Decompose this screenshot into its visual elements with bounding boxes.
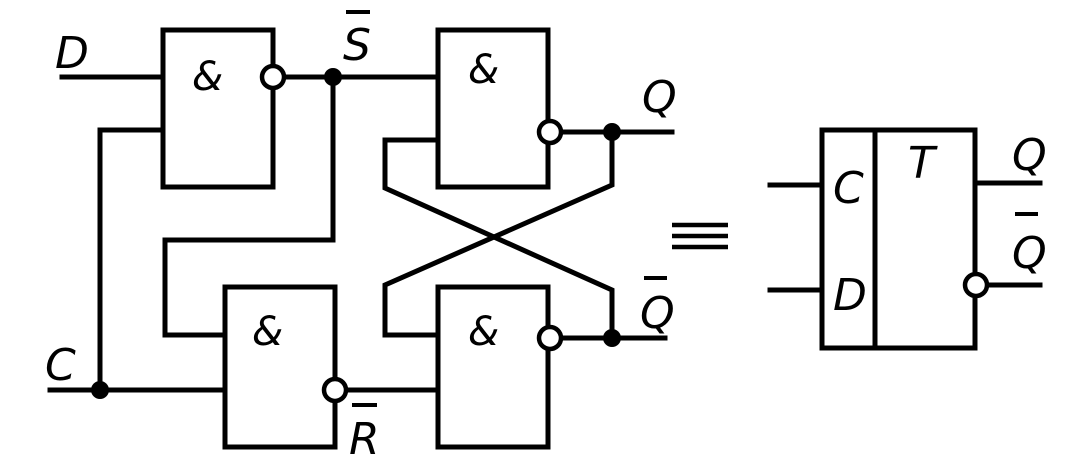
block-input-c-label: C (833, 163, 864, 214)
block-input-d-label: D (833, 270, 867, 321)
block-output-q-label: Q (1012, 130, 1047, 181)
junction-dot-q (603, 123, 621, 141)
label-r-bar: R (349, 414, 380, 462)
label-s-bar: S (343, 20, 371, 71)
label-d-input: D (55, 28, 89, 79)
inverter-bubble (321, 376, 349, 404)
wire-s-bar-to-gate2 (162, 74, 336, 338)
junction-dot-q-bar (603, 329, 621, 347)
block-output-q-bar-label: Q (1012, 228, 1047, 279)
d-latch-block: T C D Q Q (819, 127, 1047, 351)
gate-symbol: & (192, 54, 223, 100)
equivalence-symbol (672, 222, 728, 250)
gate-symbol: & (468, 47, 499, 93)
junctions (91, 68, 621, 399)
block-outline (819, 127, 978, 351)
inverter-bubble (536, 324, 564, 352)
wire-feedback-q (382, 129, 615, 338)
label-q-bar-output: Q (640, 288, 675, 339)
nand-gate-3: & (435, 27, 564, 190)
signal-labels: D C S R Q Q (45, 10, 677, 462)
wires (47, 74, 1043, 393)
inverter-bubble (536, 118, 564, 146)
junction-dot-s-bar (324, 68, 342, 86)
block-inverter-bubble (962, 271, 990, 299)
nand-gate-2: & (222, 284, 349, 450)
nand-gate-1: & (160, 27, 287, 190)
gate-symbol: & (252, 309, 283, 355)
label-q-output: Q (642, 72, 677, 123)
wire-feedback-q-bar (382, 137, 615, 341)
nand-gate-4: & (435, 284, 564, 450)
inverter-bubble (259, 63, 287, 91)
block-type-label: T (908, 138, 938, 189)
wire-c-to-gate1 (97, 127, 166, 393)
gate-symbol: & (468, 309, 499, 355)
junction-dot-c (91, 381, 109, 399)
label-c-input: C (45, 340, 76, 391)
